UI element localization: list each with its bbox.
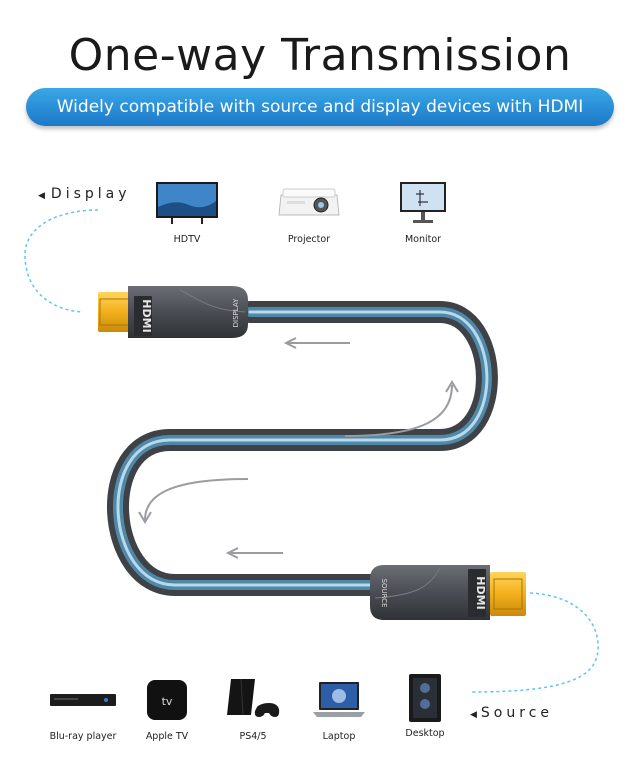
display-connector: HDMI DISPLAY (98, 286, 248, 338)
device-monitor: Monitor (378, 180, 468, 245)
svg-text:tv: tv (162, 695, 173, 708)
device-apple-tv: tv Apple TV (122, 677, 212, 742)
tv-icon (142, 180, 232, 226)
source-hdmi-logo: HDMI (474, 576, 487, 609)
source-direction-label: ◀Source (470, 705, 554, 721)
left-arrow-icon: ◀ (470, 710, 477, 720)
laptop-icon (294, 677, 384, 723)
display-hdmi-logo: HDMI (140, 299, 153, 332)
flow-arrows (138, 337, 459, 559)
device-laptop: Laptop (294, 677, 384, 742)
flow-arrow-3-head (138, 511, 152, 524)
monitor-icon (378, 180, 468, 226)
display-dashed-line (24, 209, 99, 313)
flow-arrow-4-head (225, 547, 239, 559)
display-direction-label: ◀Display (38, 186, 131, 202)
device-bluray-player: Blu-ray player (38, 677, 128, 742)
apple-tv-icon: tv (122, 677, 212, 723)
desktop-icon (380, 672, 470, 724)
device-playstation: PS4/5 (208, 677, 298, 742)
page-title: One-way Transmission (68, 30, 572, 81)
projector-icon (264, 180, 354, 226)
bluray-player-icon (38, 677, 128, 723)
playstation-icon (208, 677, 298, 723)
flow-arrow-1-head (283, 337, 297, 349)
compatibility-banner: Widely compatible with source and displa… (26, 88, 614, 155)
source-dashed-line (469, 592, 599, 693)
source-connector: HDMI SOURCE (370, 565, 526, 620)
flow-arrow-2-head (445, 380, 459, 393)
hdmi-cable (107, 301, 498, 596)
left-arrow-icon: ◀ (38, 191, 45, 201)
source-connector-label: SOURCE (380, 579, 388, 608)
flow-arrow-3 (144, 478, 249, 521)
device-projector: Projector (264, 180, 354, 245)
device-hdtv: HDTV (142, 180, 232, 245)
device-desktop: Desktop (380, 672, 470, 739)
display-connector-label: DISPLAY (232, 298, 240, 327)
flow-arrow-2 (344, 384, 453, 437)
